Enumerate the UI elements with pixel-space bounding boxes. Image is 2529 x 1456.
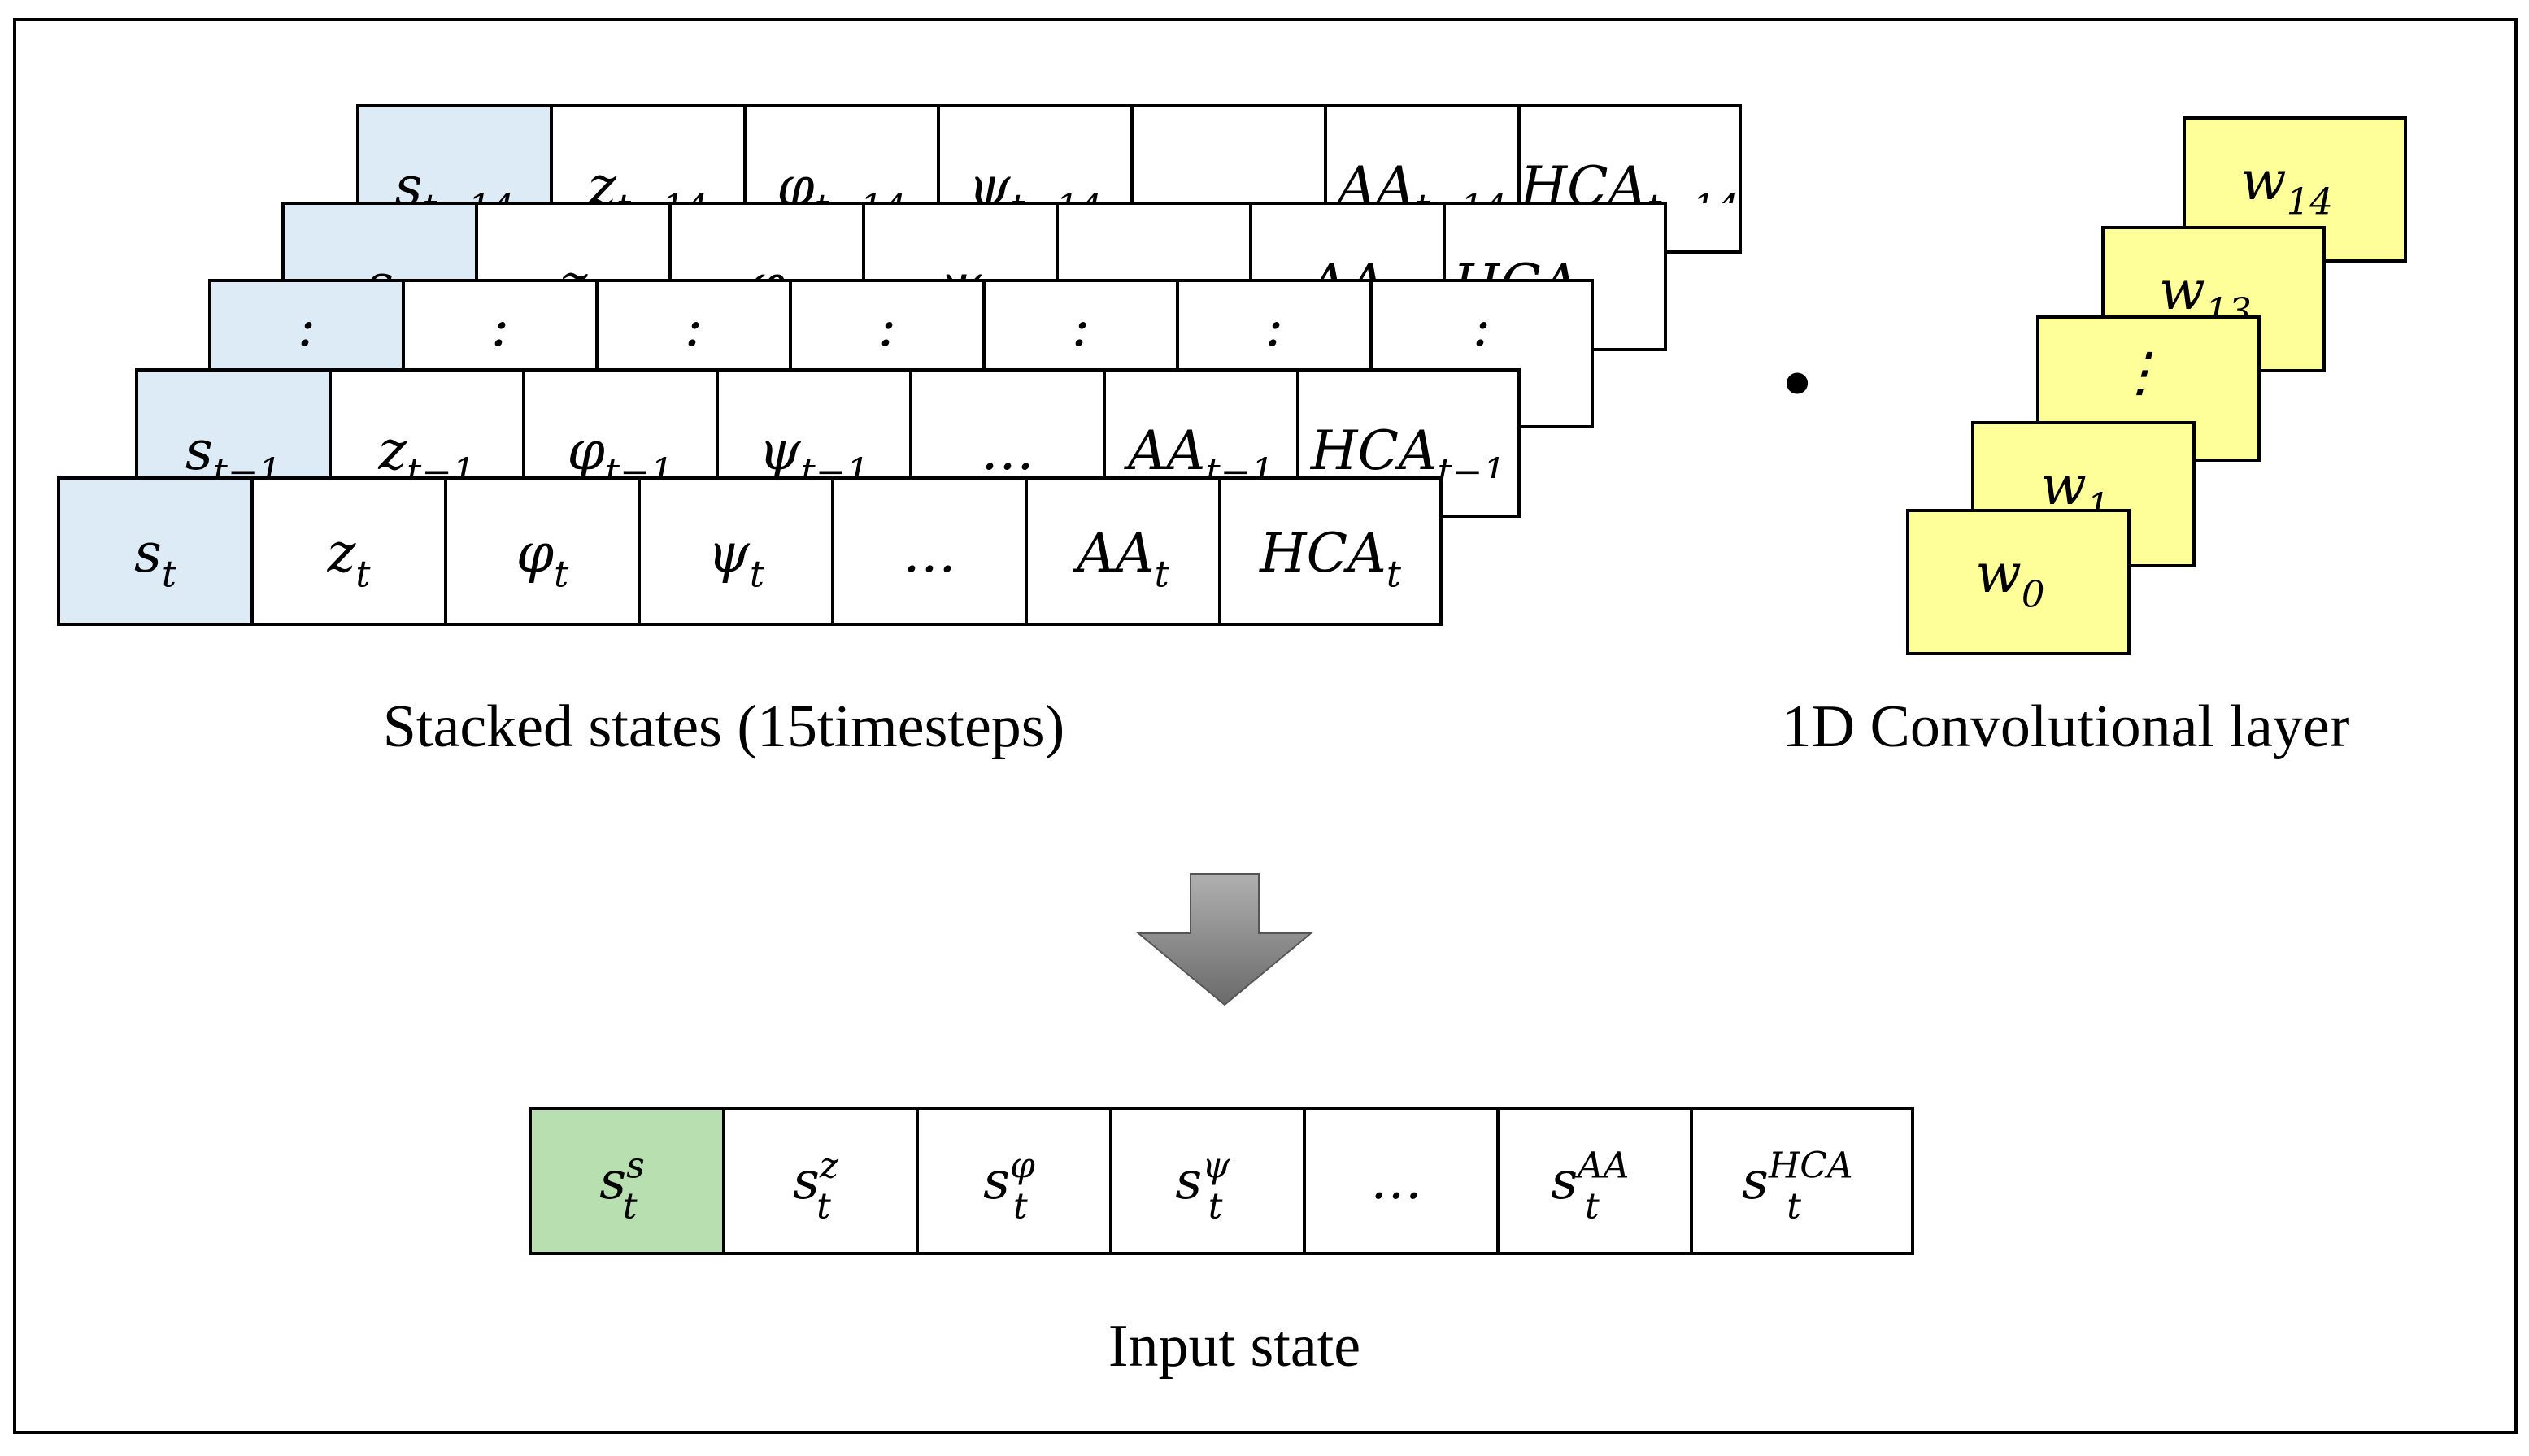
state-cell-label: ψt−14 (969, 155, 1103, 228)
state-cell-label: zt (327, 522, 372, 595)
dot-product-operator: • (1775, 343, 1818, 428)
stacked-states: st−14 zt−14 φt−14 ψt−14 AAt−14HCAt−14 s z φ ψ AA H… (57, 104, 1742, 626)
state-cell-label: HCAt (1259, 522, 1402, 595)
state-cell-label: … (981, 419, 1034, 482)
input-cell (1496, 1107, 1693, 1255)
state-cell (638, 476, 834, 626)
conv-weights: w14 w13 ⋮w1 w0 (1906, 116, 2407, 655)
state-cell-label: zt−1 (377, 419, 475, 493)
state-cell (250, 476, 447, 626)
state-cell-label: : (1265, 296, 1283, 359)
state-cell-label: … (903, 522, 956, 585)
state-cell-label: φt−14 (777, 155, 906, 228)
weight-label: w1 (2040, 454, 2109, 528)
state-cell-label: : (491, 296, 509, 359)
state-cell-label: : (298, 296, 316, 359)
state-cell-label: AA (1304, 253, 1386, 315)
state-cell-label: HCAt−1 (1310, 419, 1506, 493)
state-cell-label: : (1072, 296, 1090, 359)
state-cell-label: st−14 (395, 155, 515, 228)
input-cell (722, 1107, 919, 1255)
weight-block: w0 (1906, 509, 2131, 655)
state-cell-label: ψt (707, 522, 765, 595)
input-cell-label: … (1370, 1151, 1422, 1211)
state-cell-label: AAt (1072, 522, 1169, 595)
input-cell (1690, 1107, 1914, 1255)
stacked-states-caption: Stacked states (15timesteps) (383, 693, 1064, 760)
state-cell-label: HCAt−14 (1520, 155, 1739, 228)
conv-layer-caption: 1D Convolutional layer (1782, 693, 2350, 760)
input-cell (1109, 1107, 1306, 1255)
input-cell (916, 1107, 1112, 1255)
state-cell-label: ψt−1 (759, 419, 869, 493)
state-cell (444, 476, 641, 626)
state-cell-label: HCA−13 (1452, 253, 1657, 326)
state-cell-label: AAt−1 (1123, 419, 1274, 493)
state-cell-label: st (134, 522, 177, 595)
input-state-caption: Input state (1108, 1313, 1360, 1380)
state-cell-label: φt (516, 522, 569, 595)
state-cell (1025, 476, 1221, 626)
state-cell-label: AAt−14 (1333, 155, 1507, 228)
state-cell-label: φ (748, 253, 786, 315)
state-cell-label: st−1 (185, 419, 281, 493)
state-cell-label: : (685, 296, 703, 359)
state-cell-label: s (366, 253, 394, 315)
down-arrow (1136, 873, 1313, 1006)
weight-label: w13 (2159, 259, 2252, 332)
weight-label: w14 (2240, 150, 2333, 223)
state-cell-label: : (1473, 296, 1491, 359)
input-cell (529, 1107, 725, 1255)
weight-cell (1906, 509, 2131, 655)
weight-label: w0 (1975, 542, 2044, 615)
weight-label: ⋮ (2113, 341, 2167, 403)
state-cell-label: zt−14 (587, 155, 708, 228)
state-cell-label: ψ (939, 253, 982, 315)
state-cell-label: φt−1 (568, 419, 674, 493)
stacked-row: st zt φt ψt … AAt HCAt (57, 476, 1443, 626)
state-cell-label: z (559, 253, 589, 315)
state-cell-label: : (878, 296, 896, 359)
state-cell (1218, 476, 1443, 626)
state-cell (831, 476, 1028, 626)
